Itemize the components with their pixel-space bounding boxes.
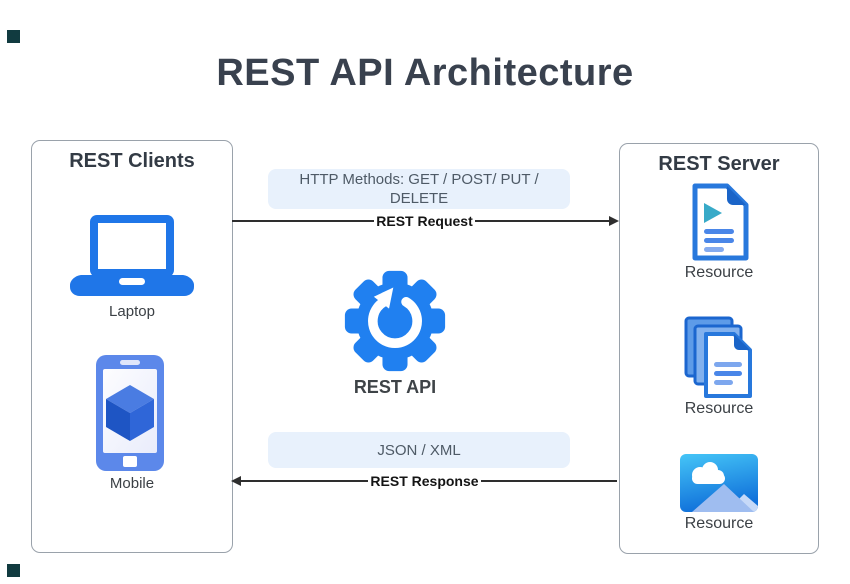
document-play-icon xyxy=(687,183,751,261)
corner-marker-bottom xyxy=(7,564,20,577)
rest-server-title: REST Server xyxy=(658,153,780,175)
page-title: REST API Architecture xyxy=(216,52,634,94)
resource-label-3: Resource xyxy=(684,515,754,532)
resource-label-1: Resource xyxy=(684,264,754,281)
laptop-label: Laptop xyxy=(109,303,155,320)
mobile-label: Mobile xyxy=(109,475,155,492)
response-arrowhead-icon xyxy=(231,476,241,486)
rest-api-label: REST API xyxy=(353,377,437,397)
request-arrowhead-icon xyxy=(609,216,619,226)
rest-clients-title: REST Clients xyxy=(69,150,195,172)
json-xml-panel: JSON / XML xyxy=(268,432,570,468)
corner-marker-top xyxy=(7,30,20,43)
laptop-icon xyxy=(70,215,194,299)
mobile-icon xyxy=(96,355,164,471)
request-arrow-label: REST Request xyxy=(374,213,475,229)
response-arrow-label: REST Response xyxy=(368,473,481,489)
resource-label-2: Resource xyxy=(684,400,754,417)
image-icon xyxy=(680,454,758,512)
rest-server-box: REST Server Resource xyxy=(619,143,819,554)
rest-clients-box: REST Clients Laptop xyxy=(31,140,233,553)
stacked-documents-icon xyxy=(684,316,754,398)
gear-refresh-icon xyxy=(342,268,448,374)
http-methods-panel: HTTP Methods: GET / POST/ PUT / DELETE xyxy=(268,169,570,209)
